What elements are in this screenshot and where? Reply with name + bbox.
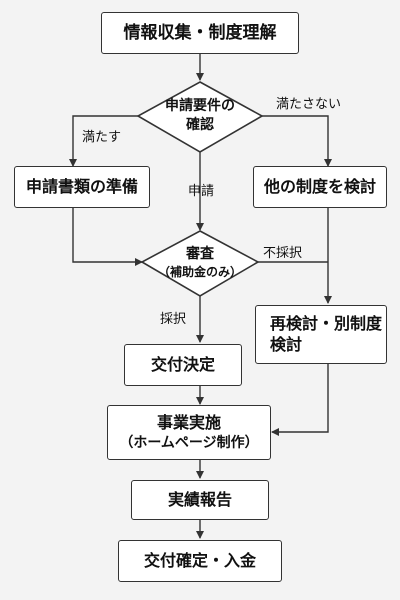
execution-line2: （ホームページ制作） (119, 434, 259, 451)
requirements-diamond (136, 81, 264, 153)
arrow-prepare-to-review (72, 208, 143, 266)
grant-decision-label: 交付決定 (150, 354, 215, 374)
prepare-box: 申請書類の準備 (14, 166, 150, 208)
label-not-satisfied: 満たさない (276, 97, 342, 112)
label-accepted: 採択 (160, 312, 187, 327)
reconsider-line2: 検討 (270, 334, 303, 354)
prepare-label: 申請書類の準備 (25, 176, 138, 196)
start-box: 情報収集・制度理解 (101, 12, 299, 54)
review-line2: （補助金のみ） (157, 265, 242, 280)
reconsider-line1: 再検討・別制度 (270, 313, 383, 333)
final-label: 交付確定・入金 (143, 550, 256, 570)
reconsider-box: 再検討・別制度 検討 (255, 305, 387, 364)
label-apply: 申請 (188, 184, 215, 199)
requirements-line2: 確認 (186, 117, 214, 133)
arrow-to-other (262, 115, 332, 167)
label-satisfied: 満たす (82, 130, 122, 145)
review-decision-text: 審査 （補助金のみ） (150, 242, 250, 284)
label-rejected: 不採択 (263, 246, 303, 261)
report-box: 実績報告 (131, 480, 269, 520)
start-label: 情報収集・制度理解 (123, 22, 277, 43)
execution-line1: 事業実施 (156, 413, 221, 432)
requirements-line1: 申請要件の (165, 98, 235, 115)
grant-decision-box: 交付決定 (124, 344, 242, 386)
final-box: 交付確定・入金 (118, 540, 282, 582)
execution-box: 事業実施 （ホームページ制作） (107, 405, 271, 460)
arrow-reconsider-to-execution (271, 364, 329, 436)
other-system-box: 他の制度を検討 (253, 166, 387, 208)
review-diamond (140, 230, 260, 297)
requirements-decision-text: 申請要件の 確認 (150, 92, 250, 140)
other-system-label: 他の制度を検討 (263, 176, 376, 196)
arrow-to-prepare (69, 115, 140, 167)
report-label: 実績報告 (167, 489, 232, 509)
review-line1: 審査 (186, 246, 214, 263)
